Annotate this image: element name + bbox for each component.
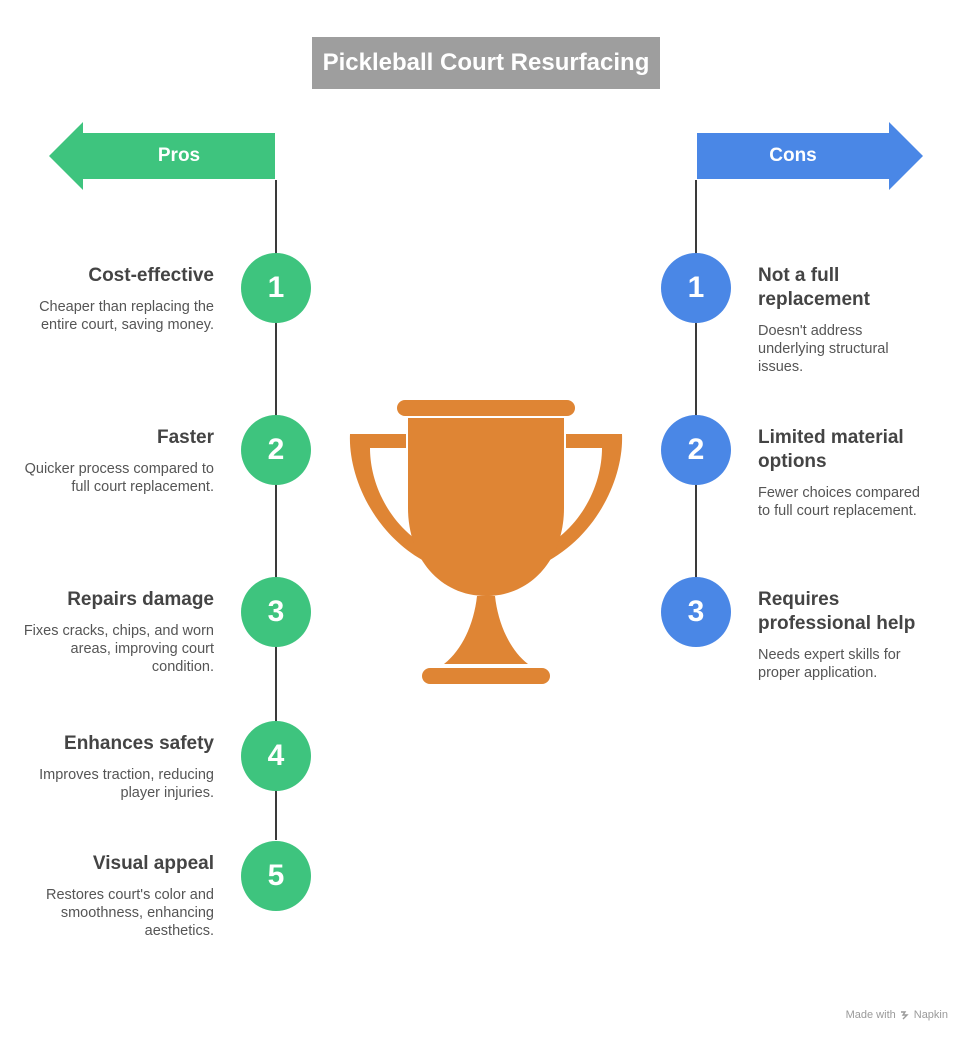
pros-item-description: Quicker process compared to full court r… (24, 461, 214, 495)
pros-item-3: Repairs damage Fixes cracks, chips, and … (14, 588, 214, 676)
pros-item-description: Cheaper than replacing the entire court,… (39, 299, 214, 333)
trophy-icon (349, 400, 623, 684)
pros-timeline (275, 180, 277, 840)
cons-item-2: Limited material options Fewer choices c… (758, 426, 928, 520)
pros-item-description: Fixes cracks, chips, and worn areas, imp… (23, 623, 214, 675)
pros-number-4: 4 (241, 721, 311, 791)
pros-item-title: Visual appeal (92, 853, 214, 874)
pros-number-3: 3 (241, 577, 311, 647)
cons-item-title: Requires professional help (758, 589, 916, 634)
pros-number-1: 1 (241, 253, 311, 323)
pros-item-description: Improves traction, reducing player injur… (39, 767, 214, 801)
pros-banner: Pros (49, 122, 275, 190)
pros-item-title: Enhances safety (64, 733, 214, 754)
made-with-text: Made with (845, 1009, 896, 1021)
pros-item-description: Restores court's color and smoothness, e… (46, 887, 214, 939)
pros-item-4: Enhances safety Improves traction, reduc… (14, 732, 214, 802)
pros-item-5: Visual appeal Restores court's color and… (14, 852, 214, 940)
right-arrow-icon (697, 122, 923, 190)
page-title: Pickleball Court Resurfacing (312, 37, 660, 89)
pros-item-2: Faster Quicker process compared to full … (14, 426, 214, 496)
cons-item-description: Needs expert skills for proper applicati… (758, 647, 901, 681)
napkin-logo-icon (900, 1011, 909, 1020)
cons-timeline (695, 180, 697, 578)
pros-number-2: 2 (241, 415, 311, 485)
pros-label: Pros (157, 145, 201, 166)
cons-item-description: Fewer choices compared to full court rep… (758, 485, 920, 519)
pros-item-title: Cost-effective (88, 265, 214, 286)
cons-banner: Cons (697, 122, 923, 190)
cons-item-description: Doesn't address underlying structural is… (758, 323, 889, 375)
cons-label: Cons (769, 145, 817, 166)
pros-number-5: 5 (241, 841, 311, 911)
cons-number-2: 2 (661, 415, 731, 485)
cons-item-1: Not a full replacement Doesn't address u… (758, 264, 928, 376)
pros-item-title: Faster (156, 427, 214, 448)
cons-number-1: 1 (661, 253, 731, 323)
cons-item-title: Limited material options (758, 427, 904, 472)
cons-item-title: Not a full replacement (758, 265, 870, 310)
cons-item-3: Requires professional help Needs expert … (758, 588, 928, 682)
left-arrow-icon (49, 122, 275, 190)
made-with-napkin: Made with Napkin (846, 1009, 948, 1021)
pros-item-title: Repairs damage (67, 589, 214, 610)
napkin-brand: Napkin (913, 1009, 948, 1021)
pros-item-1: Cost-effective Cheaper than replacing th… (14, 264, 214, 334)
cons-number-3: 3 (661, 577, 731, 647)
